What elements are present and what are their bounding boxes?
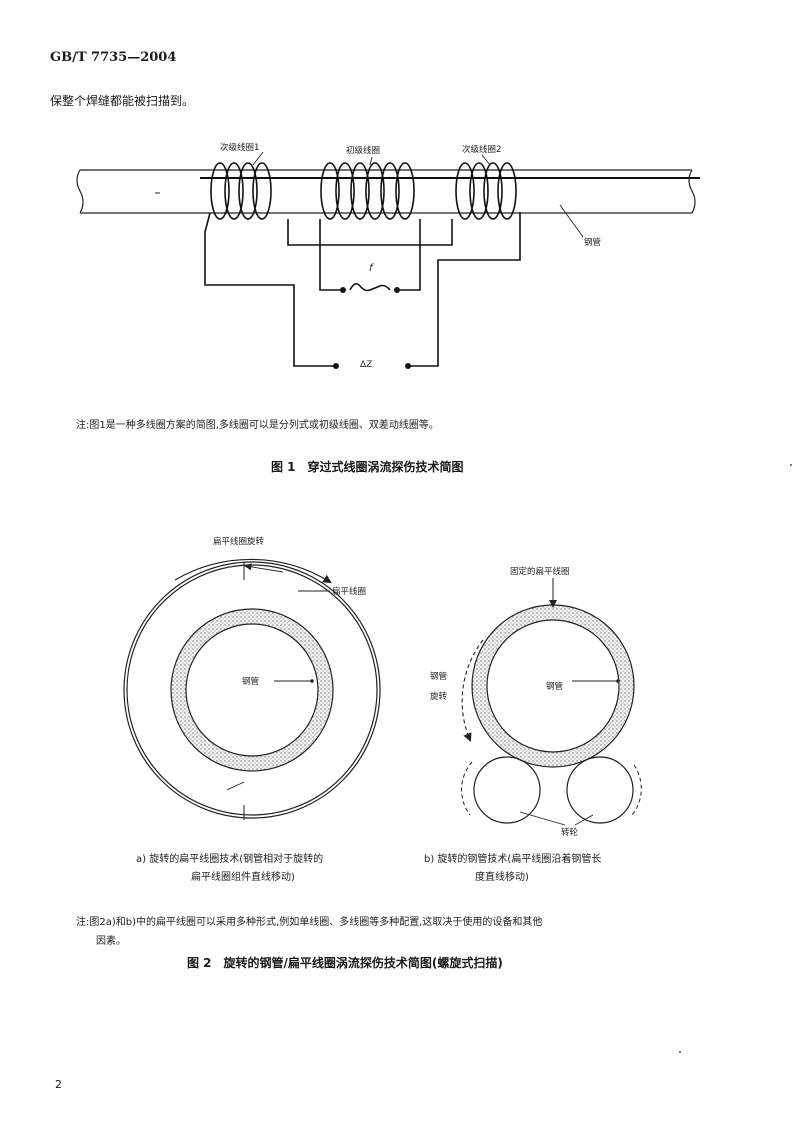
figure2-note-line2: 因素。 xyxy=(96,936,126,947)
outer-ring-outer xyxy=(123,561,381,819)
ac-source-symbol xyxy=(349,283,391,292)
standard-number: GB/T 7735—2004 xyxy=(50,50,177,65)
aux-coil-1 xyxy=(210,162,272,220)
terminal-f-right xyxy=(394,287,400,293)
aux-coil-2 xyxy=(455,162,517,220)
pipe-bore-a xyxy=(185,623,319,757)
pipe-bore-b xyxy=(486,619,620,753)
pipe-break-right xyxy=(688,169,696,214)
label-pipe-a: 钢管 xyxy=(242,677,260,687)
subcaption-b-line1: b) 旋转的钢管技术(扁平线圈沿着钢管长 xyxy=(424,854,602,865)
terminal-f-left xyxy=(340,287,346,293)
terminal-dz-left xyxy=(333,363,339,369)
label-aux-coil-1: 次级线圈1 xyxy=(220,143,260,153)
figure1-note: 注:图1是一种多线圈方案的简图,多线圈可以是分列式或初级线圈、双差动线圈等。 xyxy=(76,420,439,431)
figure1-caption: 图 1 穿过式线圈涡流探伤技术简图 xyxy=(271,460,464,474)
wiring xyxy=(204,212,521,367)
figure2b-diagram xyxy=(461,578,642,826)
label-f: f xyxy=(369,263,373,274)
outer-ring-inner xyxy=(126,564,378,816)
figure2a-diagram xyxy=(123,558,381,820)
label-pipe: 钢管 xyxy=(584,238,602,248)
roller-right xyxy=(566,756,634,824)
label-flat-coil-rotation: 扁平线圈旋转 xyxy=(213,537,265,547)
subcaption-a-line2: 扁平线圈组件直线移动) xyxy=(191,872,295,883)
rotation-arrow-a xyxy=(174,558,332,584)
primary-coil xyxy=(320,162,415,220)
label-flat-coil-a: 扁平线圈 xyxy=(332,587,367,597)
label-delta-z: ΔZ xyxy=(360,360,373,370)
intro-text: 保整个焊缝都能被扫描到。 xyxy=(50,94,195,108)
subcaption-b-line2: 度直线移动) xyxy=(475,872,529,883)
terminal-dz-right xyxy=(405,363,411,369)
label-fixed-flat-coil: 固定的扁平线圈 xyxy=(510,567,570,577)
label-pipe-b: 钢管 xyxy=(546,682,564,692)
label-primary-coil: 初级线圈 xyxy=(346,146,381,156)
label-aux-coil-2: 次级线圈2 xyxy=(462,145,502,155)
roller-left xyxy=(473,756,541,824)
label-roller: 转轮 xyxy=(561,828,579,838)
label-pipe-rotation-1: 钢管 xyxy=(430,672,448,682)
subcaption-a-line1: a) 旋转的扁平线圈技术(钢管相对于旋转的 xyxy=(136,854,324,865)
pipe-break-left xyxy=(76,169,84,214)
figure1-diagram xyxy=(76,151,700,369)
rotation-arrow-b xyxy=(461,639,484,743)
page-number: 2 xyxy=(55,1078,62,1091)
figure2-caption: 图 2 旋转的钢管/扁平线圈涡流探伤技术简图(螺旋式扫描) xyxy=(187,956,503,970)
label-pipe-rotation-2: 旋转 xyxy=(430,692,448,702)
figure2-note-line1: 注:图2a)和b)中的扁平线圈可以采用多种形式,例如单线圈、多线圈等多种配置,这… xyxy=(76,917,543,928)
